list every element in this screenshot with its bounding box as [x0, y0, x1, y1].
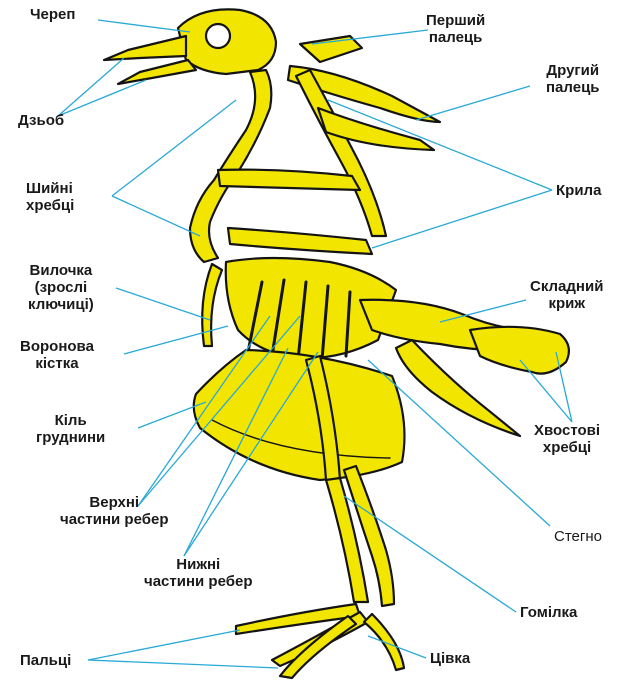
label-first-finger: Перший палець — [426, 12, 485, 46]
label-beak: Дзьоб — [18, 112, 64, 129]
furcula-bone — [202, 264, 222, 346]
label-wings: Крила — [556, 182, 601, 199]
label-tibia: Гомілка — [520, 604, 577, 621]
wing-lower-bone — [218, 170, 360, 190]
label-second-finger: Другий палець — [546, 62, 600, 96]
leader-furcula — [116, 288, 210, 320]
leader-toes-2 — [88, 660, 278, 668]
label-keel: Кіль груднини — [36, 412, 105, 446]
leader-cervical-2 — [112, 196, 200, 236]
label-synsacrum: Складний криж — [530, 278, 603, 312]
label-cervical: Шийні хребці — [26, 180, 74, 214]
sternum-keel-bone — [194, 350, 405, 480]
label-tail: Хвостові хребці — [534, 422, 600, 456]
label-lower-ribs: Нижні частини ребер — [144, 556, 253, 590]
leader-second-finger — [416, 86, 530, 120]
leader-toes-1 — [88, 630, 240, 660]
wing-lower-bone-2 — [228, 228, 372, 254]
eye-socket — [206, 24, 230, 48]
label-coracoid: Воронова кістка — [20, 338, 94, 372]
label-upper-ribs: Верхні частини ребер — [60, 494, 169, 528]
leader-tibia — [344, 496, 516, 612]
wing-humerus-bone — [300, 36, 362, 62]
leader-first-finger — [312, 30, 428, 44]
leader-beak-2 — [58, 80, 146, 116]
tail-bone — [470, 327, 569, 374]
beak-bone — [104, 36, 186, 60]
lower-beak-bone — [118, 60, 196, 84]
leader-skull — [98, 20, 190, 32]
leader-beak-1 — [58, 58, 124, 116]
label-femur: Стегно — [554, 528, 602, 545]
label-toes: Пальці — [20, 652, 71, 669]
label-tarsus: Цівка — [430, 650, 470, 667]
label-furcula: Вилочка (зрослі ключиці) — [28, 262, 94, 313]
leader-wings-2 — [372, 190, 552, 248]
label-skull: Череп — [30, 6, 75, 23]
